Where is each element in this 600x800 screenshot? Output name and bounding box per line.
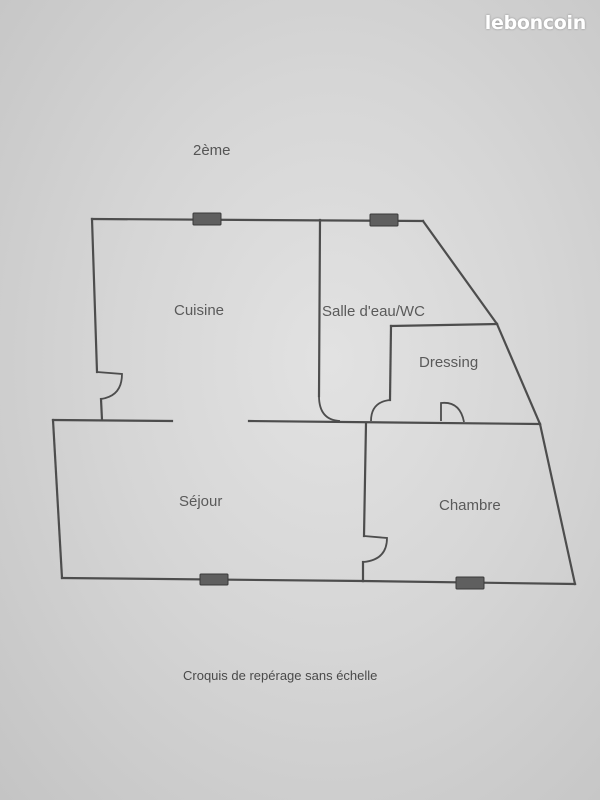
leboncoin-watermark: leboncoin: [484, 12, 587, 34]
wall-top: [90, 217, 425, 223]
window-cuisine-top: [192, 212, 222, 226]
window-sejour-bottom: [199, 573, 229, 586]
wall-sejour-top-right: [247, 419, 542, 426]
wall-sejour-chambre-upper: [362, 421, 368, 538]
wall-cuisine-west-lower: [99, 397, 104, 422]
door-chambre: [362, 535, 388, 563]
room-label-cuisine: Cuisine: [174, 302, 224, 319]
interior-walls: [247, 218, 542, 583]
room-label-salle-eau-wc: Salle d'eau/WC: [322, 303, 425, 320]
room-label-chambre: Chambre: [439, 497, 501, 514]
window-salle-eau-top: [369, 213, 399, 227]
wall-dressing-west: [388, 324, 393, 402]
room-label-dressing: Dressing: [419, 354, 478, 371]
room-label-sejour: Séjour: [179, 493, 222, 510]
wall-sejour-top-left: [51, 418, 174, 423]
floor-label: 2ème: [193, 142, 231, 159]
wall-dressing-top: [389, 322, 499, 328]
doors: [96, 371, 465, 563]
door-salle-eau-right: [370, 399, 391, 422]
door-salle-eau-left: [318, 395, 341, 422]
sketch-caption: Croquis de repérage sans échelle: [183, 668, 378, 683]
outer-walls: [51, 217, 577, 586]
door-dressing: [440, 401, 465, 423]
wall-cuisine-west-upper: [90, 217, 99, 374]
wall-diagonal-east-lower: [495, 322, 542, 426]
door-cuisine-west: [96, 371, 123, 400]
window-chambre-bottom: [455, 576, 485, 590]
wall-chambre-east: [538, 422, 577, 586]
wall-diagonal-east: [421, 219, 499, 326]
windows: [192, 212, 485, 590]
wall-cuisine-salle-eau: [317, 218, 322, 398]
wall-sejour-west: [51, 418, 64, 580]
